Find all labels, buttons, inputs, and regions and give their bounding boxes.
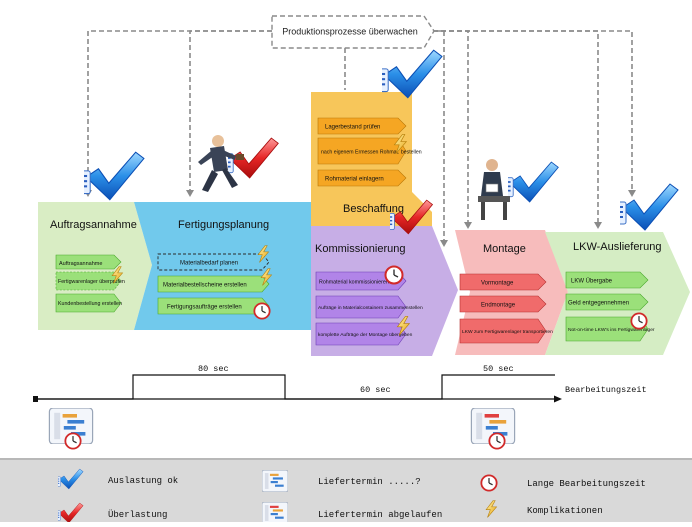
delivery-expired-icon [262, 502, 288, 524]
svg-text:Auslastung ok: Auslastung ok [108, 476, 178, 486]
stage-title: Fertigungsplanung [178, 219, 269, 231]
legend-background [0, 458, 692, 522]
clock-icon [480, 474, 498, 492]
svg-text:Komplikationen: Komplikationen [527, 506, 603, 516]
svg-text:Rohmaterial kommissionieren: Rohmaterial kommissionieren [319, 280, 389, 286]
svg-text:Liefertermin .....?: Liefertermin .....? [318, 477, 421, 487]
legend-item: Liefertermin .....? [262, 470, 421, 492]
legend-item: Lange Bearbeitungszeit [480, 474, 646, 492]
timeline-start-marker [33, 396, 38, 402]
check-ok-icon [382, 49, 443, 99]
clock-icon [384, 265, 404, 285]
svg-text:Not-on-time LKW's ins Fertigwa: Not-on-time LKW's ins Fertigwarenlager [568, 327, 655, 333]
seated-man-icon [478, 159, 510, 220]
svg-text:nach eigenem Ermessen Rohmat.: nach eigenem Ermessen Rohmat. bestellen [321, 150, 422, 156]
svg-text:Fertigungsaufträge erstellen: Fertigungsaufträge erstellen [167, 305, 242, 311]
list-item[interactable]: LKW zum Fertigwarenlager transportieren [459, 318, 553, 344]
monitor-label: Produktionsprozesse überwachen [282, 27, 418, 37]
clock-icon [253, 302, 271, 320]
list-item[interactable]: LKW Übergabe [565, 271, 649, 289]
list-item[interactable]: Fertigwarenlager überprüfen [55, 266, 125, 291]
list-item[interactable]: Geld entgegennehmen [565, 293, 649, 311]
stage-title: Auftragsannahme [50, 219, 137, 231]
svg-text:Liefertermin abgelaufen: Liefertermin abgelaufen [318, 510, 442, 520]
svg-text:Endmontage: Endmontage [481, 303, 516, 309]
timeline-step [38, 374, 555, 400]
running-man-icon [198, 135, 244, 192]
stage-title: Montage [483, 243, 526, 255]
legend-item: Auslastung ok [58, 468, 178, 490]
svg-text:Materialbestellscheine erstell: Materialbestellscheine erstellen [163, 283, 247, 289]
stage-title: Beschaffung [343, 203, 404, 215]
svg-text:Kundenbestellung erstellen: Kundenbestellung erstellen [58, 301, 122, 307]
legend: Auslastung ok Liefertermin .....? Lange … [0, 458, 692, 524]
list-item[interactable]: Not-on-time LKW's ins Fertigwarenlager [565, 312, 655, 342]
list-item[interactable]: komplette Aufträge der Montage übergeben [315, 316, 413, 346]
delivery-pending-icon [48, 408, 94, 450]
list-item[interactable]: Aufträge in Materialcontainern zusammens… [315, 295, 423, 319]
list-item[interactable]: Materialbedarf planen [157, 245, 270, 271]
svg-text:Lange Bearbeitungszeit: Lange Bearbeitungszeit [527, 479, 646, 489]
check-ok-icon [84, 151, 145, 201]
check-ok-icon [620, 183, 679, 231]
monitor-box[interactable]: Produktionsprozesse überwachen [271, 15, 435, 49]
svg-text:Überlastung: Überlastung [108, 509, 167, 520]
list-item[interactable]: nach eigenem Ermessen Rohmat. bestellen [317, 134, 422, 165]
timeline-segment-label: 80 sec [198, 364, 229, 374]
legend-top-rule [0, 458, 692, 460]
clock-icon [630, 312, 648, 330]
list-item[interactable]: Materialbestellscheine erstellen [157, 268, 272, 293]
list-item[interactable]: Vormontage [459, 273, 547, 291]
timeline-arrowhead [554, 395, 562, 403]
stage-title: LKW-Auslieferung [573, 241, 661, 253]
svg-text:LKW zum Fertigwarenlager trans: LKW zum Fertigwarenlager transportieren [462, 329, 553, 335]
svg-text:Geld entgegennehmen: Geld entgegennehmen [568, 301, 629, 307]
list-item[interactable]: Fertigungsaufträge erstellen [157, 297, 271, 320]
svg-text:Materialbedarf planen: Materialbedarf planen [180, 261, 238, 267]
legend-item: Komplikationen [485, 500, 603, 518]
timeline-segment-label: 60 sec [360, 385, 391, 395]
svg-text:Auftragsannahme: Auftragsannahme [59, 261, 102, 267]
list-item[interactable]: Kundenbestellung erstellen [55, 293, 122, 313]
check-ok-icon [508, 161, 560, 203]
list-item[interactable]: Lagerbestand prüfen [317, 117, 407, 135]
svg-text:LKW Übergabe: LKW Übergabe [571, 278, 613, 285]
timeline: 80 sec 60 sec 50 sec Bearbeitungszeit [33, 364, 647, 403]
svg-text:Fertigwarenlager überprüfen: Fertigwarenlager überprüfen [58, 279, 125, 285]
delivery-pending-icon [262, 470, 288, 492]
svg-text:Rohmaterial einlagern: Rohmaterial einlagern [325, 177, 384, 183]
item-text: Fertigwarenlager überprüfen [58, 279, 125, 285]
list-item[interactable]: Rohmaterial kommissionieren [315, 265, 407, 291]
timeline-axis-label: Bearbeitungszeit [565, 385, 647, 395]
svg-text:Vormontage: Vormontage [481, 281, 514, 287]
legend-item: Überlastung [58, 502, 167, 524]
svg-text:komplette Aufträge der Montage: komplette Aufträge der Montage übergeben [318, 332, 413, 338]
stage-title: Kommissionierung [315, 243, 405, 255]
legend-item: Liefertermin abgelaufen [262, 502, 442, 524]
list-item[interactable]: Rohmaterial einlagern [317, 169, 407, 187]
list-item[interactable]: Endmontage [459, 295, 547, 313]
list-item[interactable]: Auftragsannahme [55, 254, 122, 270]
timeline-segment-label: 50 sec [483, 364, 514, 374]
delivery-expired-icon [470, 408, 516, 450]
svg-text:Lagerbestand prüfen: Lagerbestand prüfen [325, 125, 380, 131]
svg-text:Aufträge in Materialcontainern: Aufträge in Materialcontainern zusammens… [318, 305, 423, 311]
